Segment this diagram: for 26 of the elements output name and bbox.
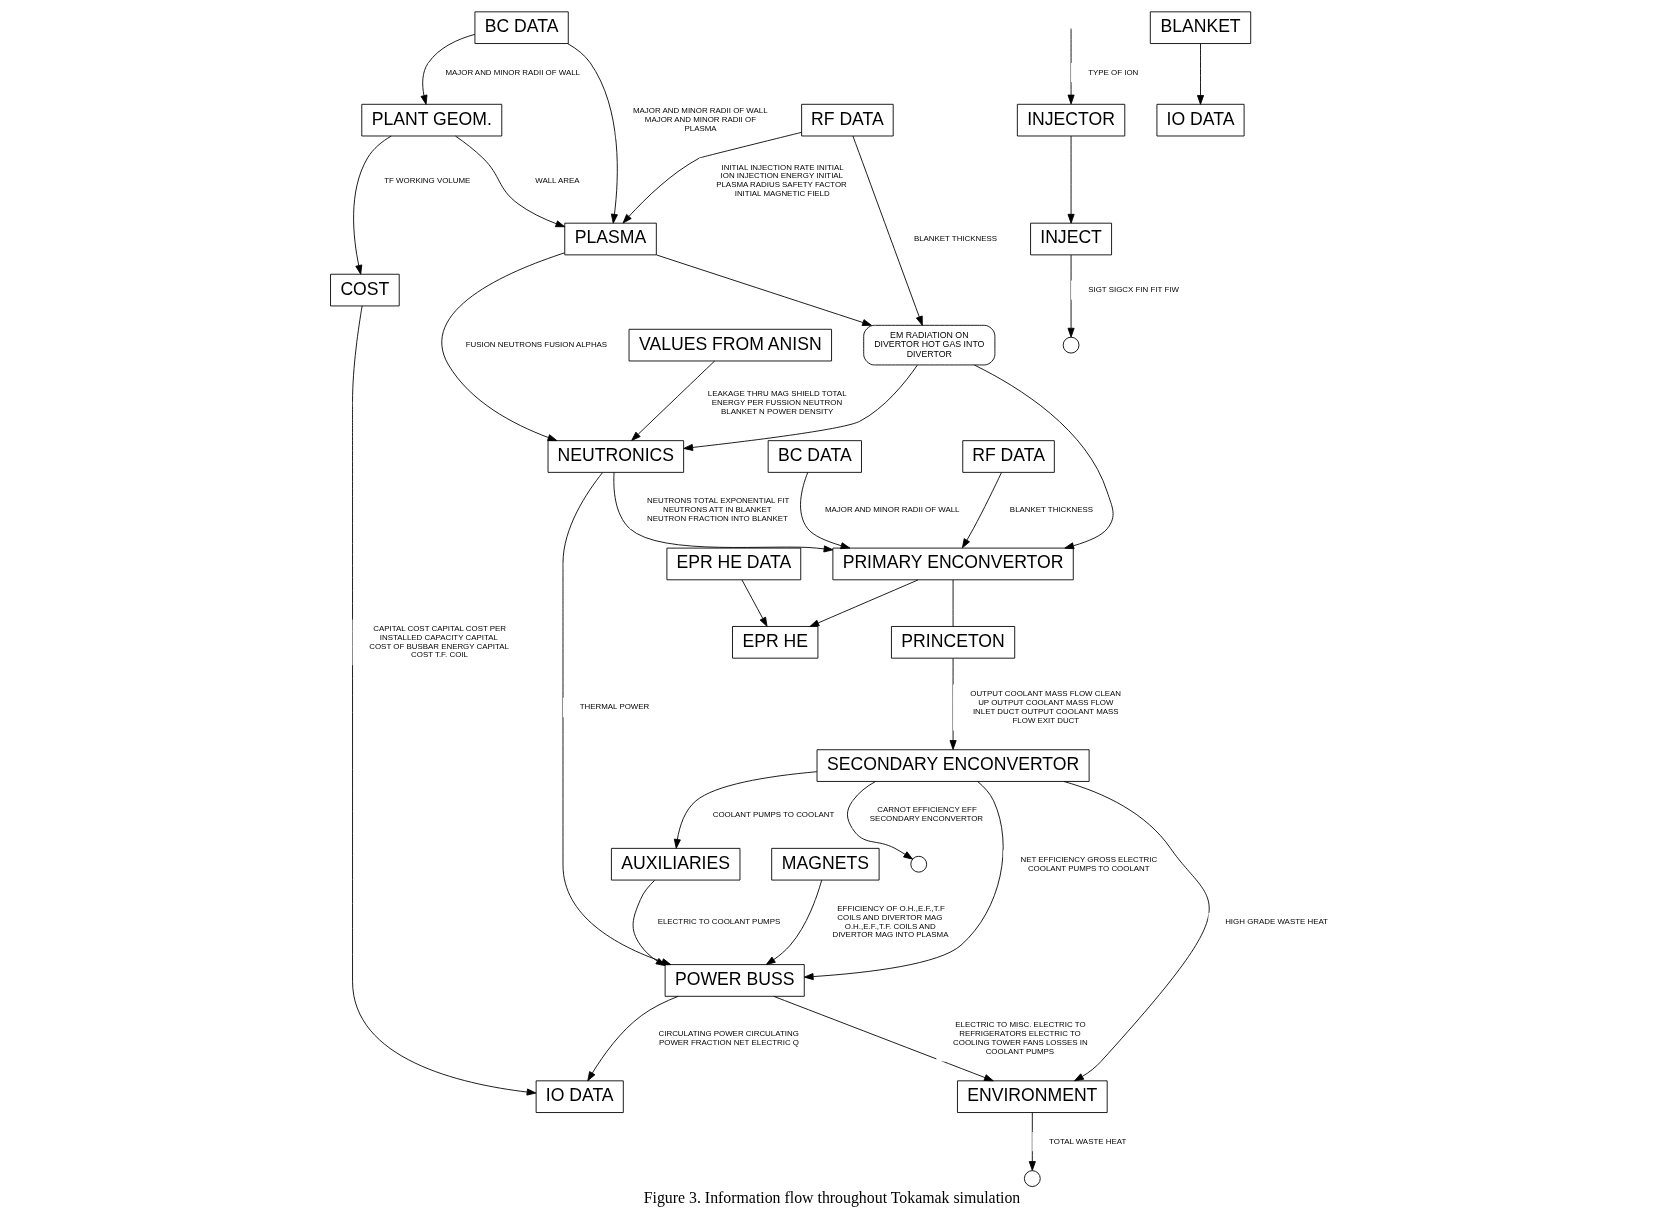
edge-label: BLANKET THICKNESS — [913, 233, 997, 243]
edge-label: TOTAL WASTE HEAT — [1048, 1136, 1126, 1146]
edge-label: CAPITAL COST CAPITAL COST PER INSTALLED CAPACITY CAPITAL COST OF BUSBAR ENERGY CAPITAL COST T.F. COIL — [368, 624, 509, 660]
edge-label: CARNOT EFFICIENCY EFF SECONDARY ENCONVERTOR — [869, 805, 983, 824]
edge-label: NET EFFICIENCY GROSS ELECTRIC COOLANT PUMPS TO COOLANT — [1019, 854, 1157, 873]
edge-label: THERMAL POWER — [579, 702, 649, 712]
edge-label: MAJOR AND MINOR RADII OF WALL MAJOR AND MINOR RADII OF PLASMA — [632, 106, 768, 133]
edge-label: WALL AREA — [534, 175, 579, 185]
edge-label: MAJOR AND MINOR RADII OF WALL — [824, 505, 960, 515]
edge-label: BLANKET THICKNESS — [1009, 505, 1093, 515]
edge-label: EFFICIENCY OF O.H.,E.F.,T.F COILS AND DIVERTOR MAG O.H.,E.F.,T.F. COILS AND DIVERTOR MAG INTO PLASMA — [831, 904, 948, 940]
edge-label: MAJOR AND MINOR RADII OF WALL — [444, 67, 580, 77]
edge-label: OUTPUT COOLANT MASS FLOW CLEAN UP OUTPUT COOLANT MASS FLOW INLET DUCT OUTPUT COOLANT MASS FLOW EXIT DUCT — [969, 689, 1121, 725]
edge-label: COOLANT PUMPS TO COOLANT — [712, 809, 834, 819]
edge-label: NEUTRONS TOTAL EXPONENTIAL FIT NEUTRONS ATT IN BLANKET NEUTRON FRACTION INTO BLANKET — [646, 496, 789, 523]
edge-label: LEAKAGE THRU MAG SHIELD TOTAL ENERGY PER FUSSION NEUTRON BLANKET N POWER DENSITY — [707, 388, 847, 416]
edge-label: HIGH GRADE WASTE HEAT — [1224, 917, 1328, 927]
edge-label: INITIAL INJECTION RATE INITIAL ION INJECTION ENERGY INITIAL PLASMA RADIUS SAFETY FACTOR INITIAL MAGNETIC FIELD — [715, 162, 847, 199]
edge-label: ELECTRIC TO COOLANT PUMPS — [657, 917, 780, 927]
caption: Figure 3. Information flow throughout Tokamak simulation — [643, 1188, 1020, 1206]
edge-label: CIRCULATING POWER CIRCULATING POWER FRACTION NET ELECTRIC Q — [658, 1029, 799, 1047]
edge-label: SIGT SIGCX FIN FIT FIW — [1087, 285, 1179, 295]
edge-label: FUSION NEUTRONS FUSION ALPHAS — [465, 340, 607, 350]
edge-label: TF WORKING VOLUME — [383, 175, 470, 185]
edge-label: TYPE OF ION — [1087, 67, 1138, 77]
edge-label: ELECTRIC TO MISC. ELECTRIC TO REFRIGERATORS ELECTRIC TO COOLING TOWER FANS LOSSES IN COOLANT PUMPS — [952, 1020, 1088, 1056]
